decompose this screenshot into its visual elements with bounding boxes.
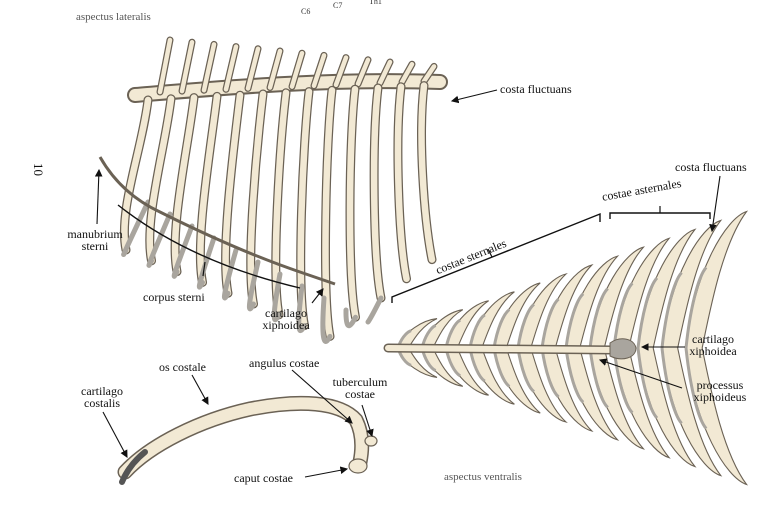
label-manubrium-line2: sterni <box>81 239 109 253</box>
label-px-line2: xiphoideus <box>693 390 747 404</box>
processus-arrow <box>598 358 683 389</box>
label-tuberculum-line2: costae <box>345 387 375 401</box>
label-costa-fluctuans-ventral: costa fluctuans <box>675 160 747 174</box>
cartilago-costalis-arrow <box>102 411 128 458</box>
costa-fluctuans-lat-arrow <box>450 89 498 104</box>
label-manubrium-sterni: manubrium sterni <box>60 228 130 252</box>
vertebral-column <box>127 36 448 103</box>
os-costale-arrow <box>191 374 209 405</box>
label-tuberculum-line1: tuberculum <box>332 375 388 389</box>
corpus-sterni-tick <box>202 261 206 277</box>
label-px-line1: processus <box>696 378 744 392</box>
label-cc-line1: cartilago <box>81 384 123 398</box>
label-cxv-line2: xiphoidea <box>689 344 737 358</box>
label-cartilago-xiphoidea-lateral: cartilago xiphoidea <box>254 307 318 331</box>
label-cxl-line2: xiphoidea <box>262 318 310 332</box>
xiphoidea-lat-arrow <box>311 288 324 304</box>
xiphoid-cartilage-ventral <box>609 338 637 360</box>
ventral-ribs <box>396 210 749 486</box>
angulus-arrow <box>291 369 353 424</box>
ventral-rib <box>685 347 749 486</box>
costae-sternales-bracket <box>391 212 601 303</box>
top-fragment-th1: Th1 <box>369 0 382 6</box>
label-tuberculum-costae: tuberculum costae <box>325 376 395 400</box>
label-cartilago-costalis: cartilago costalis <box>70 385 134 409</box>
label-os-costale: os costale <box>159 360 206 374</box>
label-costa-fluctuans-lateral: costa fluctuans <box>500 82 572 96</box>
label-corpus-sterni: corpus sterni <box>143 290 205 304</box>
view-title-lateral: aspectus lateralis <box>76 11 151 23</box>
label-processus-xiphoideus: processus xiphoideus <box>683 379 757 403</box>
sternum-lateral <box>98 156 336 286</box>
costae-asternales-bracket <box>609 212 711 219</box>
manubrium-arrow <box>94 168 103 225</box>
page-number: 10 <box>31 163 46 176</box>
label-cxl-line1: cartilago <box>265 306 307 320</box>
ventral-rib <box>685 210 749 349</box>
tuberculum-arrow <box>361 404 374 438</box>
label-cxv-line1: cartilago <box>692 332 734 346</box>
label-caput-costae: caput costae <box>234 471 293 485</box>
ventral-thorax <box>383 210 749 486</box>
costa-fluctuans-ven-arrow <box>709 175 721 233</box>
top-fragment-c7: C7 <box>333 1 343 10</box>
corpus-sterni-bracket <box>117 204 301 289</box>
label-cartilago-xiphoidea-ventral: cartilago xiphoidea <box>681 333 745 357</box>
label-manubrium-line1: manubrium <box>67 227 123 241</box>
label-cc-line2: costalis <box>84 396 120 410</box>
view-title-ventral: aspectus ventralis <box>444 471 522 483</box>
label-angulus-costae: angulus costae <box>249 356 320 370</box>
lateral-thorax <box>98 36 448 344</box>
caput-arrow <box>304 466 349 478</box>
single-rib <box>117 395 378 485</box>
top-fragment-c6: C6 <box>301 7 311 16</box>
lateral-ribs <box>119 81 437 344</box>
